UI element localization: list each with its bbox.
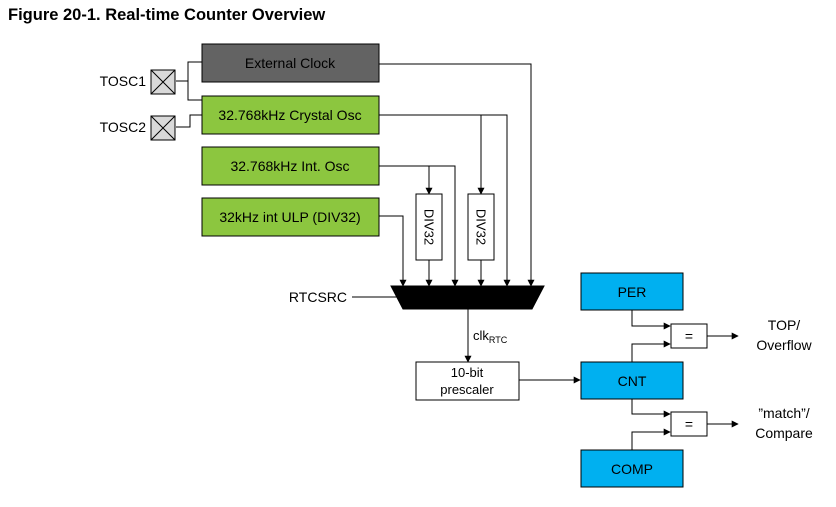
prescaler-label-line1: 10-bit: [451, 365, 484, 380]
crystal-osc-block: 32.768kHz Crystal Osc: [201, 95, 380, 135]
top-output-line1: TOP/: [768, 317, 801, 333]
external-clock-label: External Clock: [245, 55, 336, 71]
per-label: PER: [618, 284, 647, 300]
div32-box-1: [415, 193, 443, 261]
per-register: PER: [580, 272, 684, 311]
wire-cnt-to-eq2: [631, 398, 671, 418]
tosc2-pin: TOSC2: [100, 115, 176, 141]
wire-cnt-to-eq1: [631, 340, 671, 362]
ulp-osc-block: 32kHz int ULP (DIV32): [201, 197, 380, 237]
wire-ext-to-mux: [379, 63, 535, 287]
ulp-osc-label: 32kHz int ULP (DIV32): [219, 209, 360, 225]
comparator-match-label: =: [685, 416, 693, 432]
comp-label: COMP: [611, 461, 653, 477]
clk-rtc-subscript: RTC: [489, 335, 508, 345]
wire-tosc1-ext: [176, 61, 202, 82]
cnt-label: CNT: [618, 373, 647, 389]
comp-register: COMP: [580, 449, 684, 488]
connection-wires: [176, 61, 739, 450]
wire-comp-to-eq2: [631, 428, 671, 450]
prescaler-box: [415, 361, 520, 401]
external-clock-block: External Clock: [201, 43, 380, 83]
cnt-box: [580, 361, 684, 400]
wire-ulp-to-mux: [379, 215, 407, 287]
div32-label-1: DIV32: [422, 209, 437, 245]
int-osc-block: 32.768kHz Int. Osc: [201, 146, 380, 186]
int-osc-box: [201, 146, 380, 186]
int-osc-label: 32.768kHz Int. Osc: [230, 158, 349, 174]
wire-intosc-to-mux: [379, 165, 459, 287]
comparator-top-label: =: [685, 328, 693, 344]
top-output-line2: Overflow: [756, 337, 812, 353]
cnt-register: CNT: [580, 361, 684, 400]
tosc2-label: TOSC2: [100, 119, 147, 135]
match-output-line1: ”match”/: [758, 405, 809, 421]
div32-box-2: [467, 193, 495, 261]
wire-per-to-eq1: [631, 310, 671, 330]
figure-title: Figure 20-1. Real-time Counter Overview: [8, 6, 326, 24]
wire-tosc1-xtal: [187, 81, 202, 101]
comparator-top: =: [670, 323, 708, 349]
tosc1-pin: TOSC1: [100, 69, 176, 95]
crystal-osc-box: [201, 95, 380, 135]
div32-block-1: DIV32: [415, 193, 443, 261]
tosc2-cross-icon: [150, 115, 176, 141]
per-box: [580, 272, 684, 311]
clk-rtc-main: clk: [473, 328, 489, 343]
clock-source-mux: [390, 285, 545, 310]
comparator-top-box: [670, 323, 708, 349]
rtcsrc-label: RTCSRC: [289, 289, 347, 305]
ulp-osc-box: [201, 197, 380, 237]
div32-block-2: DIV32: [467, 193, 495, 261]
wire-tosc2-xtal: [176, 114, 202, 128]
comparator-match: =: [670, 411, 708, 437]
div32-label-2: DIV32: [474, 209, 489, 245]
crystal-osc-label: 32.768kHz Crystal Osc: [218, 107, 361, 123]
prescaler-block: 10-bit prescaler: [415, 361, 520, 401]
comp-box: [580, 449, 684, 488]
match-output-line2: Compare: [755, 425, 813, 441]
tosc1-label: TOSC1: [100, 73, 147, 89]
tosc1-cross-icon: [150, 69, 176, 95]
external-clock-box: [201, 43, 380, 83]
comparator-match-box: [670, 411, 708, 437]
wire-xtal-to-div2: [379, 114, 511, 287]
clk-rtc-label: clkRTC: [473, 328, 508, 345]
prescaler-label-line2: prescaler: [440, 382, 494, 397]
